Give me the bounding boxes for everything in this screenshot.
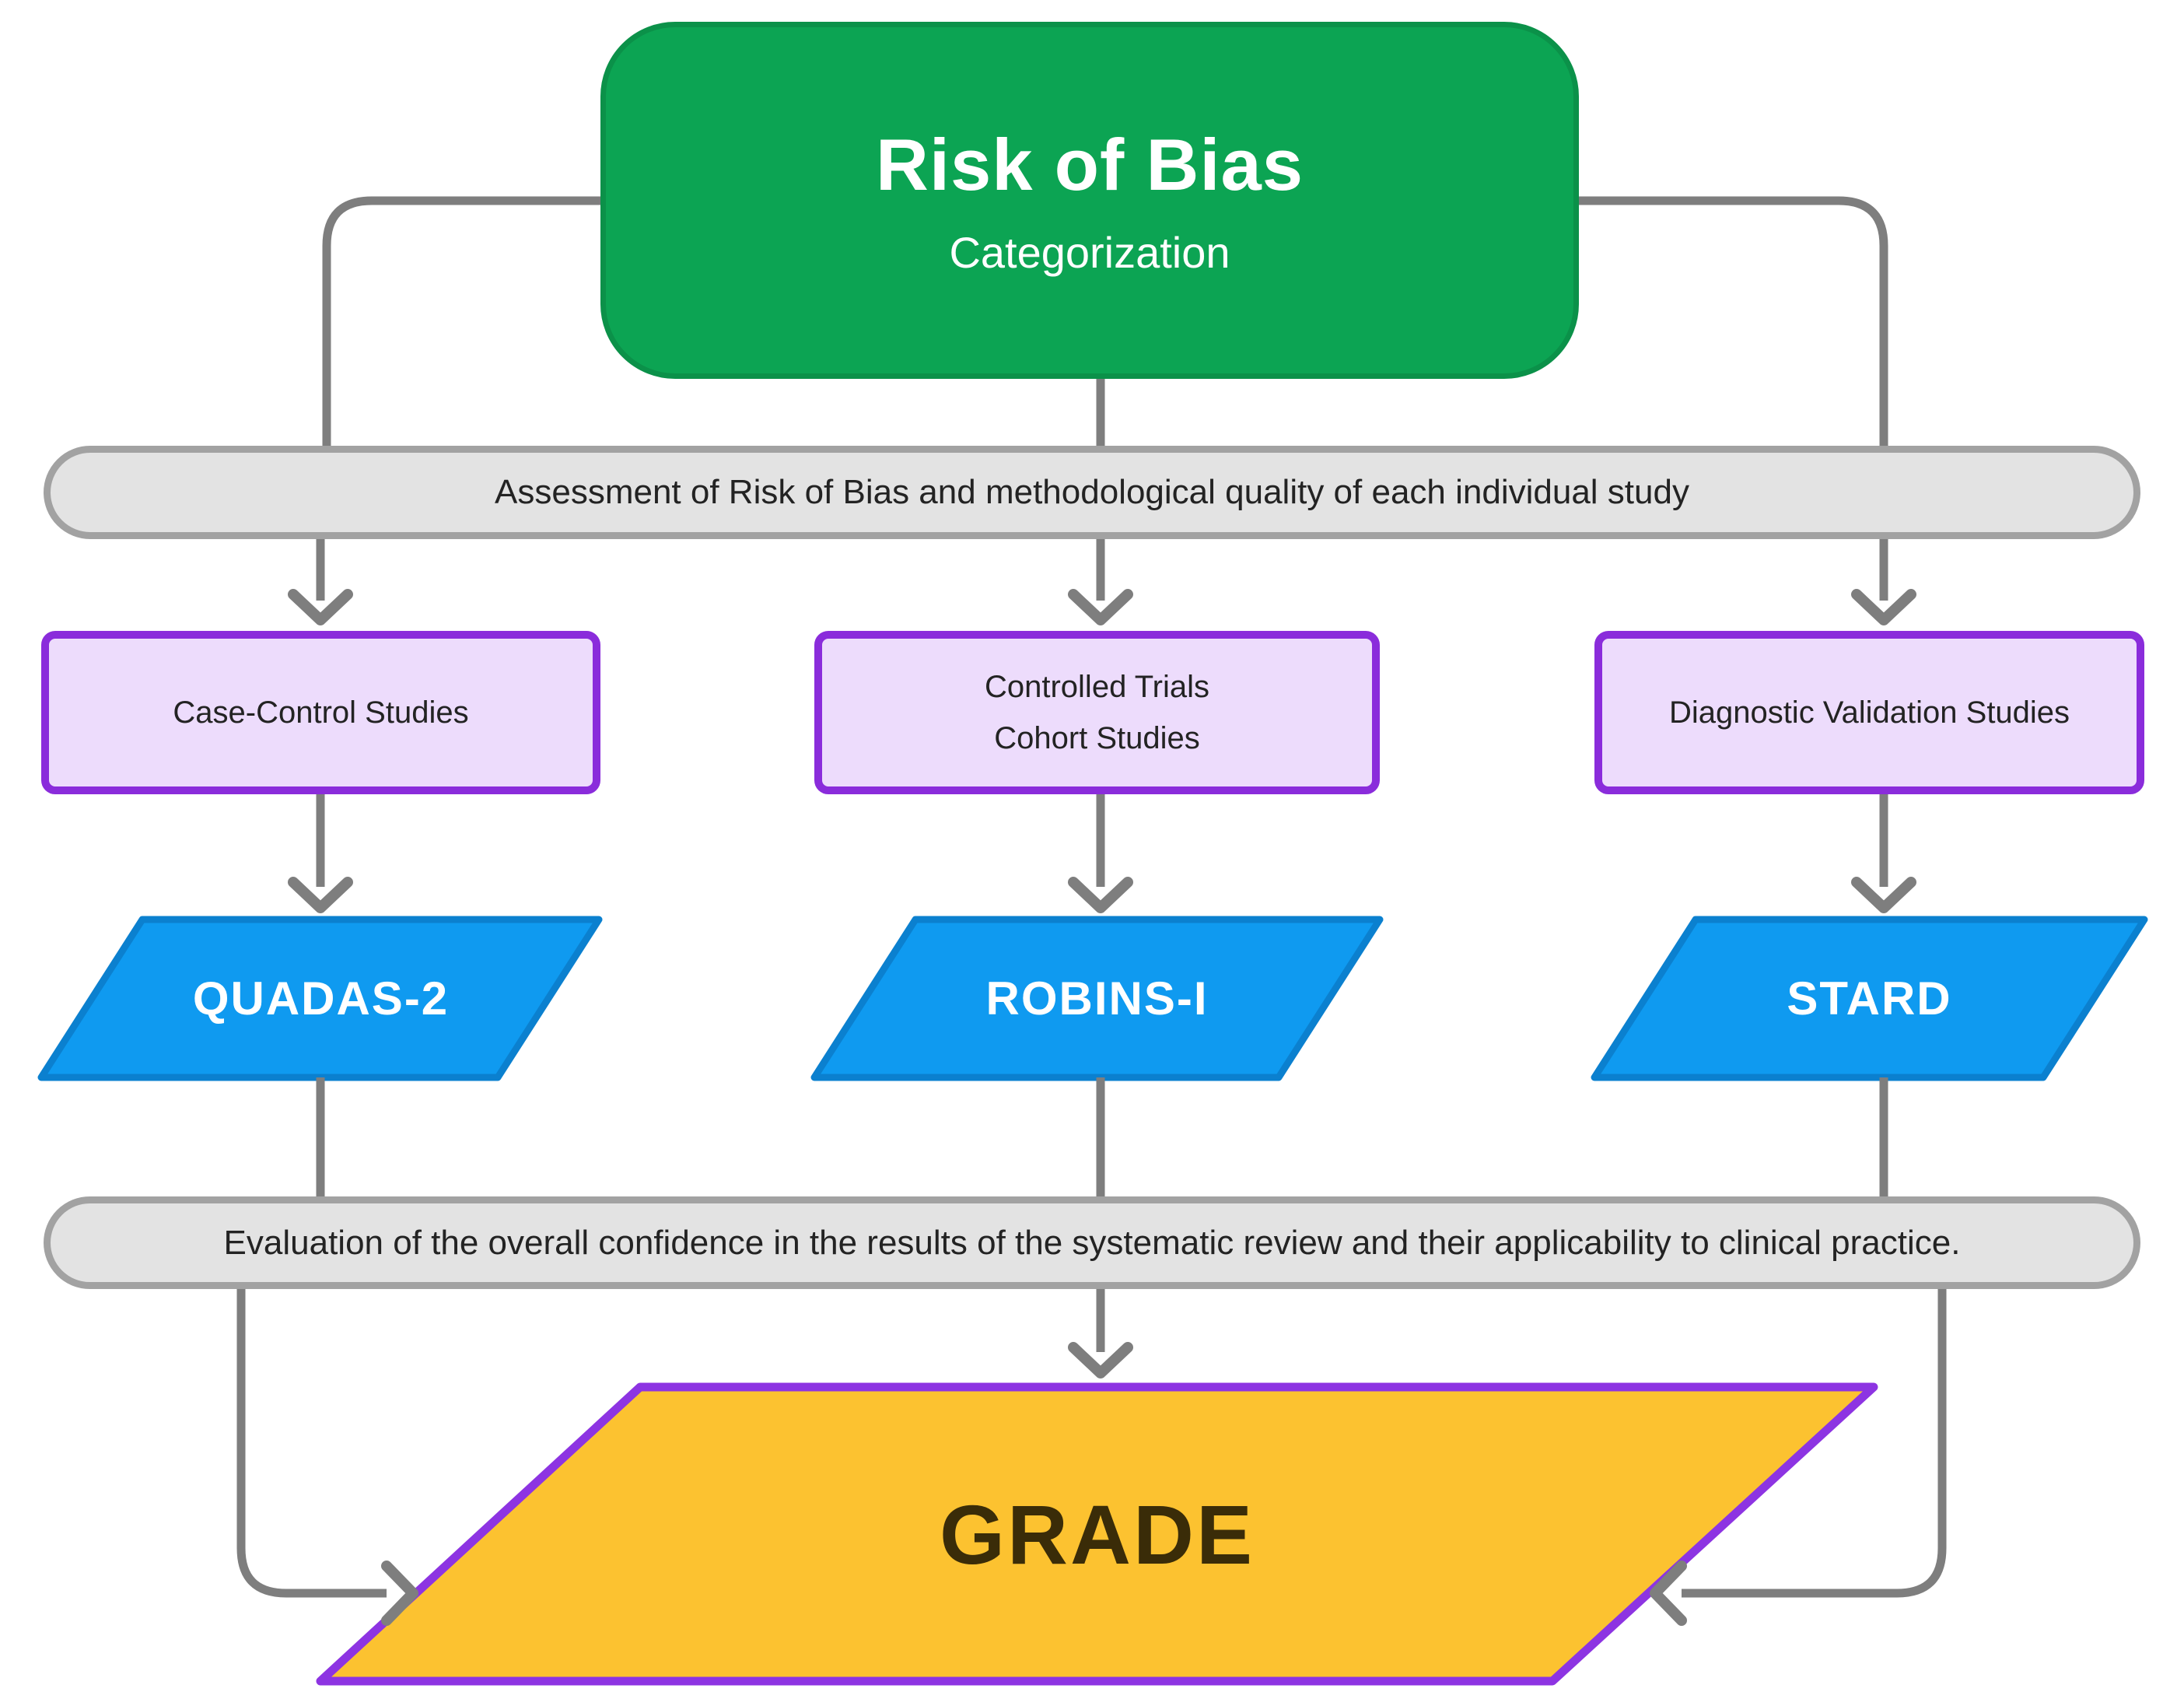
quadas2-label: QUADAS-2 [192, 972, 450, 1025]
risk-of-bias-subtitle: Categorization [949, 228, 1230, 277]
assessment-bar-text: Assessment of Risk of Bias and methodolo… [495, 473, 1689, 511]
diagnostic-validation-box: Diagnostic Validation Studies [1594, 631, 2144, 794]
risk-of-bias-title: Risk of Bias [875, 124, 1304, 205]
arrow-to-grade-center-head [1068, 1342, 1133, 1378]
connector-left-to-grade [236, 1287, 387, 1598]
stard-label: STARD [1787, 972, 1952, 1025]
robins-i-label: ROBINS-I [985, 972, 1209, 1025]
evaluation-bar-text: Evaluation of the overall confidence in … [223, 1223, 1961, 1262]
arrow-to-case-control-head [288, 589, 353, 625]
arrow-left-to-grade-head [381, 1561, 418, 1626]
case-control-studies-label: Case-Control Studies [173, 695, 469, 730]
arrow-to-stard-head [1851, 877, 1916, 913]
arrow-to-quadas2-head [288, 877, 353, 913]
arrow-to-robins-i-head [1068, 877, 1133, 913]
connector-green-right [1579, 196, 1888, 448]
evaluation-bar: Evaluation of the overall confidence in … [44, 1196, 2140, 1289]
robins-i-shape [810, 916, 1384, 1081]
grade-label: GRADE [939, 1487, 1255, 1582]
case-control-studies-box: Case-Control Studies [41, 631, 600, 794]
stard-shape [1591, 916, 2148, 1081]
diagnostic-validation-label: Diagnostic Validation Studies [1668, 695, 2070, 730]
arrow-to-diagnostic-head [1851, 589, 1916, 625]
grade-shape [316, 1382, 1878, 1686]
arrow-to-controlled-trials-head [1068, 589, 1133, 625]
assessment-bar: Assessment of Risk of Bias and methodolo… [44, 446, 2140, 539]
cohort-studies-label: Cohort Studies [994, 721, 1200, 755]
controlled-trials-cohort-box: Controlled Trials Cohort Studies [814, 631, 1380, 794]
risk-of-bias-node: Risk of Bias Categorization [600, 22, 1579, 379]
arrow-right-to-grade-head [1650, 1561, 1687, 1626]
connector-right-to-grade [1682, 1287, 1947, 1598]
quadas2-shape [37, 916, 603, 1081]
controlled-trials-label: Controlled Trials [984, 670, 1209, 704]
connector-green-left [322, 196, 600, 448]
